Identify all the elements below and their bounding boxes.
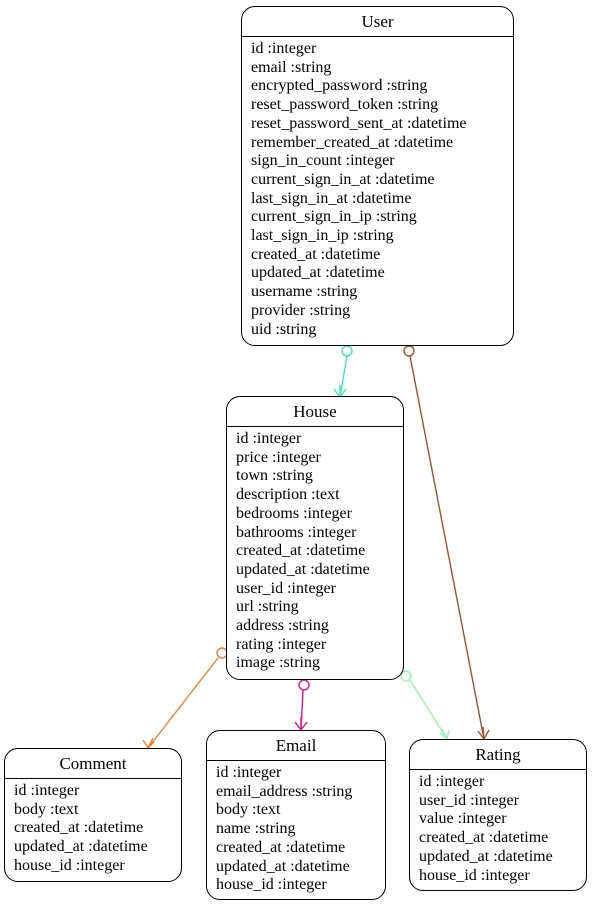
attribute: user_id :integer	[236, 579, 336, 597]
relationship-house-email	[294, 679, 310, 732]
entity-title: Email	[207, 731, 385, 761]
attribute: updated_at :datetime	[251, 264, 385, 282]
entity-email: Email id :integer email_address :string …	[206, 730, 386, 900]
attribute: user_id :integer	[419, 791, 519, 809]
attribute: updated_at :datetime	[236, 560, 370, 578]
entity-user: User id :integer email :string encrypted…	[241, 6, 514, 346]
attribute: email_address :string	[216, 782, 353, 800]
entity-title: House	[227, 397, 403, 427]
attribute: house_id :integer	[419, 866, 530, 884]
relationship-user-rating	[403, 345, 490, 741]
attribute: updated_at :datetime	[216, 857, 350, 875]
attribute: created_at :datetime	[14, 819, 144, 837]
attribute: url :string	[236, 598, 299, 616]
attribute: description :text	[236, 486, 340, 504]
attribute: uid :string	[251, 320, 317, 338]
attribute: body :text	[216, 801, 281, 819]
attribute: reset_password_sent_at :datetime	[251, 114, 467, 132]
attribute: address :string	[236, 617, 329, 635]
attribute: body :text	[14, 800, 79, 818]
attribute: updated_at :datetime	[14, 838, 148, 856]
attribute: bedrooms :integer	[236, 504, 352, 522]
entity-rating: Rating id :integer user_id :integer valu…	[409, 739, 587, 891]
attribute: created_at :datetime	[216, 838, 346, 856]
attribute: bathrooms :integer	[236, 523, 357, 541]
attribute: id :integer	[14, 782, 80, 799]
attribute: provider :string	[251, 301, 351, 319]
attribute: email :string	[251, 58, 332, 76]
attribute: current_sign_in_at :datetime	[251, 170, 435, 188]
attribute: created_at :datetime	[236, 542, 366, 560]
attribute: last_sign_in_ip :string	[251, 227, 394, 245]
attribute: last_sign_in_at :datetime	[251, 189, 412, 207]
attribute: town :string	[236, 467, 313, 485]
attribute-list: id :integer body :text created_at :datet…	[5, 779, 181, 876]
attribute: id :integer	[216, 764, 282, 781]
relationship-user-house	[333, 345, 353, 399]
attribute: id :integer	[251, 40, 317, 57]
attribute: remember_created_at :datetime	[251, 133, 454, 151]
attribute: updated_at :datetime	[419, 847, 553, 865]
entity-title: Rating	[410, 740, 586, 770]
attribute-list: id :integer user_id :integer value :inte…	[410, 770, 586, 885]
attribute: created_at :datetime	[251, 245, 381, 263]
attribute: rating :integer	[236, 635, 327, 653]
attribute: id :integer	[236, 430, 302, 447]
attribute: reset_password_token :string	[251, 96, 439, 114]
attribute-list: id :integer price :integer town :string …	[227, 427, 403, 673]
attribute: current_sign_in_ip :string	[251, 208, 417, 226]
attribute: encrypted_password :string	[251, 77, 428, 95]
attribute: name :string	[216, 820, 296, 838]
attribute: username :string	[251, 283, 358, 301]
entity-title: Comment	[5, 749, 181, 779]
entity-house: House id :integer price :integer town :s…	[226, 396, 404, 680]
attribute: house_id :integer	[14, 856, 125, 874]
attribute: image :string	[236, 654, 320, 672]
attribute: house_id :integer	[216, 876, 327, 894]
attribute-list: id :integer email_address :string body :…	[207, 761, 385, 895]
attribute-list: id :integer email :string encrypted_pass…	[242, 37, 513, 339]
attribute: value :integer	[419, 810, 507, 828]
entity-comment: Comment id :integer body :text created_a…	[4, 748, 182, 882]
attribute: sign_in_count :integer	[251, 152, 395, 170]
relationship-house-rating	[400, 670, 450, 741]
attribute: id :integer	[419, 773, 485, 790]
attribute: created_at :datetime	[419, 829, 549, 847]
entity-title: User	[242, 7, 513, 37]
attribute: price :integer	[236, 448, 321, 466]
